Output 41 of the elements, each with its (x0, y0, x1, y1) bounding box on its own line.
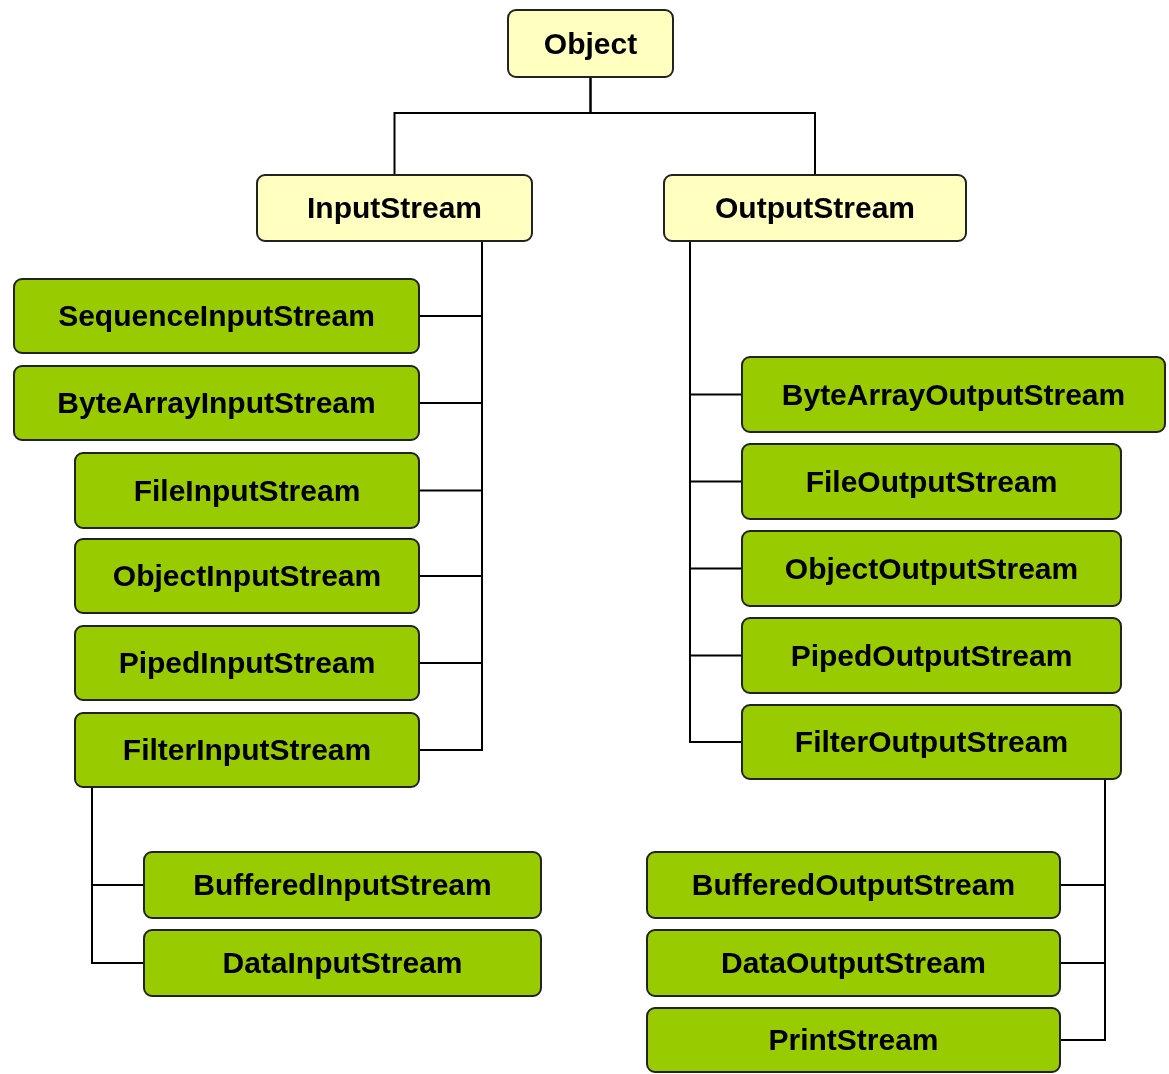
class-name: FileOutputStream (805, 464, 1058, 499)
class-name: DataInputStream (222, 946, 463, 980)
class-name: SequenceInputStream (58, 299, 375, 333)
connector-line (91, 787, 144, 964)
class-box (74, 452, 420, 529)
connector-line (1060, 779, 1106, 1041)
class-name: ObjectInputStream (112, 559, 382, 593)
class-name: PrintStream (768, 1023, 939, 1057)
class-name: OutputStream (715, 191, 915, 225)
class-box (143, 851, 542, 919)
class-box (741, 704, 1122, 780)
class-box (646, 851, 1061, 919)
class-box (646, 929, 1061, 997)
class-box (74, 712, 420, 788)
class-name: ByteArrayInputStream (57, 386, 376, 420)
class-box (13, 365, 420, 441)
class-box (741, 443, 1122, 520)
class-name: PipedOutputStream (790, 638, 1073, 673)
class-box (646, 1007, 1061, 1073)
class-box (143, 929, 542, 997)
class-name: InputStream (307, 191, 482, 225)
class-box (74, 538, 420, 614)
class-name: Object (543, 26, 638, 61)
class-name: FileInputStream (133, 473, 361, 508)
connector-line (589, 77, 816, 175)
class-box (74, 625, 420, 701)
class-box (256, 174, 533, 242)
class-box (13, 278, 420, 354)
class-box (741, 617, 1122, 694)
class-name: ByteArrayOutputStream (781, 377, 1126, 412)
class-name: FilterInputStream (122, 733, 372, 767)
class-name: PipedInputStream (118, 646, 376, 680)
class-name: BufferedOutputStream (691, 868, 1016, 902)
class-name: FilterOutputStream (794, 725, 1069, 759)
class-name: DataOutputStream (720, 946, 986, 980)
class-box (663, 174, 967, 242)
class-name: ObjectOutputStream (784, 551, 1079, 586)
class-name: BufferedInputStream (193, 868, 492, 902)
class-box (741, 356, 1166, 433)
class-box (741, 530, 1122, 607)
class-box (507, 9, 674, 78)
